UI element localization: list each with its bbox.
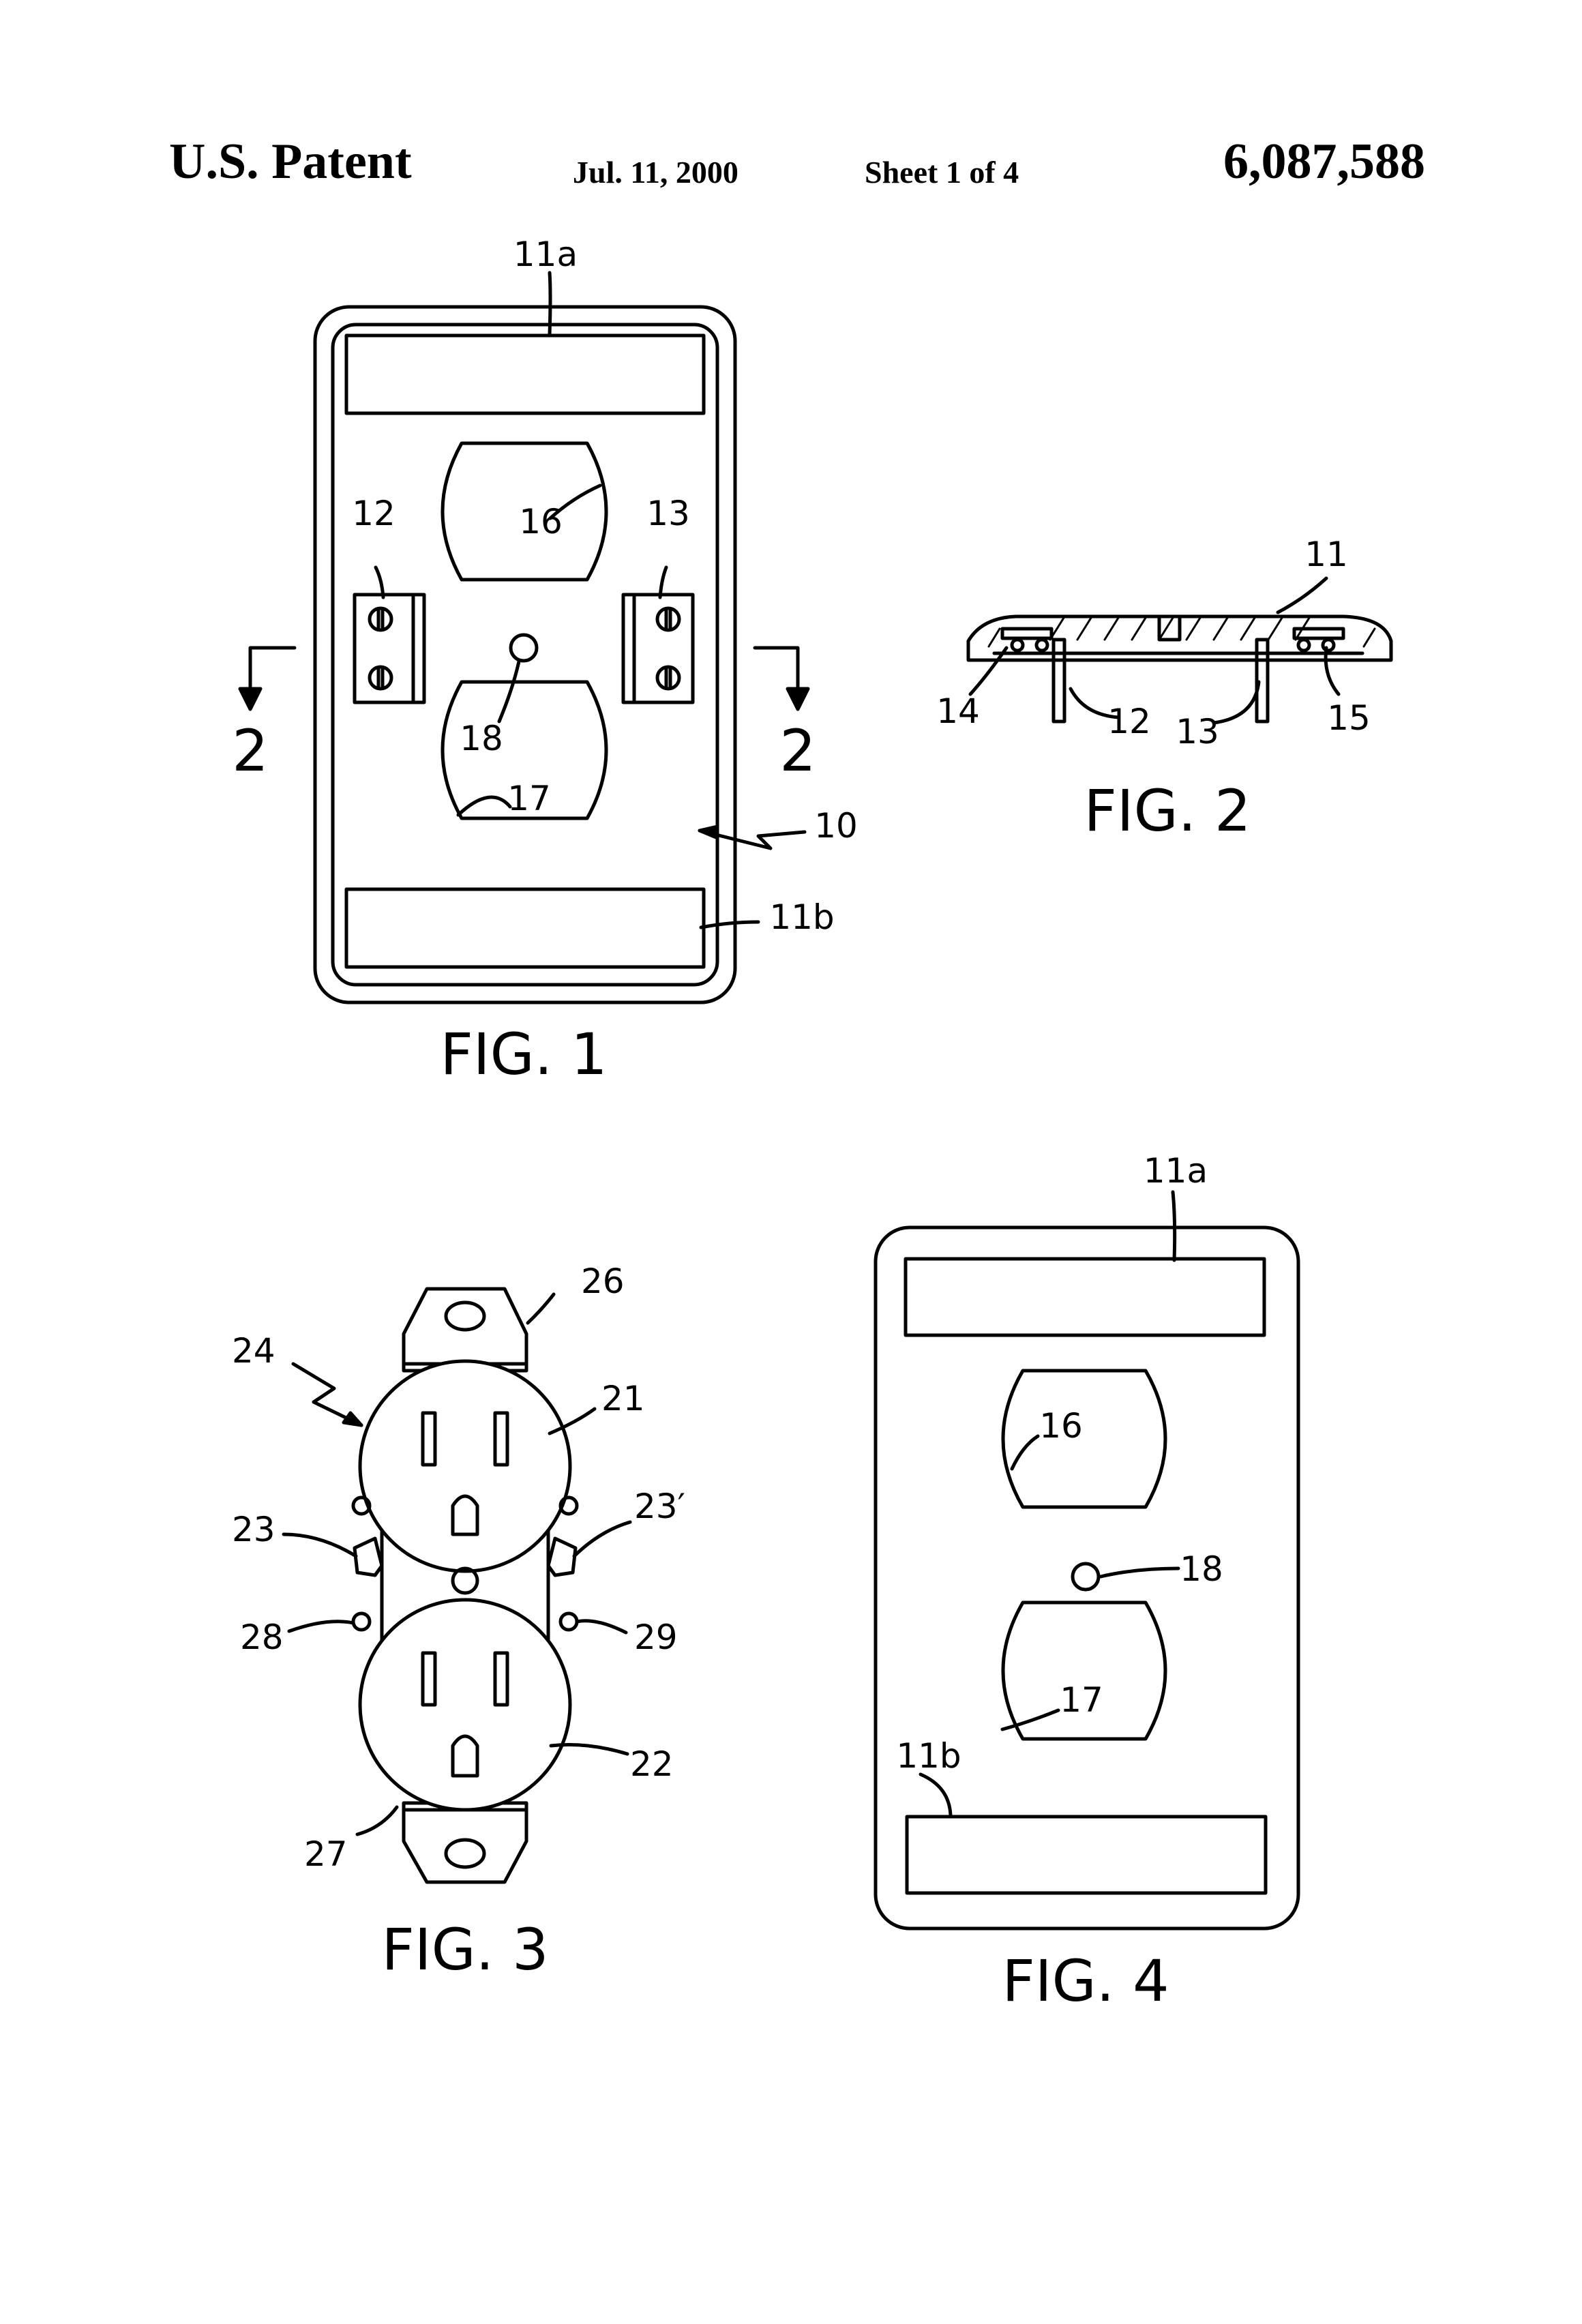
fig3-label-22: 22 bbox=[630, 1744, 674, 1784]
figure-3: 26 24 21 23 23′ 28 29 22 27 FIG. 3 bbox=[232, 1262, 685, 1983]
fig2-label-14: 14 bbox=[936, 691, 980, 731]
fig2-caption: FIG. 2 bbox=[1084, 777, 1251, 844]
fig4-label-11b: 11b bbox=[896, 1736, 961, 1776]
fig1-section-label-right: 2 bbox=[779, 717, 816, 784]
fig3-left-lower-screw bbox=[353, 1613, 370, 1630]
fig1-label-13: 13 bbox=[646, 494, 690, 533]
fig3-leader-23 bbox=[284, 1534, 356, 1556]
fig1-label-17: 17 bbox=[507, 779, 551, 818]
fig3-right-terminal bbox=[548, 1538, 576, 1575]
fig1-top-recess bbox=[346, 336, 704, 413]
fig3-leader-22 bbox=[551, 1745, 627, 1755]
figure-2: 11 14 12 13 15 FIG. 2 bbox=[936, 535, 1391, 844]
fig2-label-13: 13 bbox=[1176, 712, 1219, 751]
fig3-label-21: 21 bbox=[601, 1379, 645, 1418]
fig1-leader-11b bbox=[701, 922, 758, 927]
fig3-leader-23-prime bbox=[574, 1522, 630, 1556]
fig3-label-23-prime: 23′ bbox=[634, 1487, 685, 1526]
fig4-caption: FIG. 4 bbox=[1002, 1948, 1169, 2014]
fig4-upper-outlet-opening bbox=[1003, 1371, 1165, 1507]
fig3-label-23: 23 bbox=[232, 1510, 275, 1549]
fig4-bottom-recess bbox=[907, 1817, 1266, 1893]
fig1-left-bracket bbox=[355, 595, 424, 702]
fig4-cover-plate-outline bbox=[876, 1227, 1298, 1928]
fig1-leader-12 bbox=[376, 567, 383, 597]
fig3-bottom-mounting-strap bbox=[404, 1803, 526, 1882]
fig1-caption: FIG. 1 bbox=[440, 1021, 607, 1088]
fig3-label-29: 29 bbox=[634, 1618, 678, 1657]
fig4-top-recess bbox=[906, 1259, 1264, 1335]
fig1-section-arrow-right bbox=[755, 648, 808, 709]
fig4-label-18: 18 bbox=[1180, 1549, 1223, 1589]
fig3-label-26: 26 bbox=[581, 1262, 625, 1301]
fig3-label-24: 24 bbox=[232, 1331, 275, 1371]
fig1-label-12: 12 bbox=[352, 494, 395, 533]
fig3-leader-24-arrowhead bbox=[344, 1413, 361, 1425]
figure-1: 11a 12 13 16 18 17 10 11b 2 2 FIG. 1 bbox=[232, 235, 858, 1088]
fig1-cover-plate-outline bbox=[315, 307, 735, 1002]
fig1-bottom-recess bbox=[346, 889, 704, 967]
fig2-label-12: 12 bbox=[1107, 702, 1151, 741]
fig1-leader-18 bbox=[499, 661, 519, 721]
fig3-leader-27 bbox=[357, 1807, 397, 1834]
fig1-label-16: 16 bbox=[519, 502, 563, 541]
fig4-leader-11b bbox=[921, 1774, 951, 1815]
fig1-center-screw-hole bbox=[511, 635, 537, 661]
fig2-label-15: 15 bbox=[1327, 698, 1371, 738]
fig3-top-strap-hole bbox=[446, 1302, 484, 1330]
fig4-center-screw-hole bbox=[1073, 1564, 1099, 1590]
fig3-leader-26 bbox=[528, 1294, 554, 1323]
fig4-leader-16 bbox=[1012, 1436, 1038, 1469]
fig3-label-28: 28 bbox=[240, 1618, 284, 1657]
fig1-leader-17 bbox=[458, 797, 510, 815]
fig1-label-18: 18 bbox=[460, 719, 503, 758]
fig3-left-terminal bbox=[355, 1538, 382, 1575]
fig1-section-label-left: 2 bbox=[232, 717, 268, 784]
fig3-caption: FIG. 3 bbox=[381, 1916, 548, 1983]
fig1-cover-plate-inner bbox=[333, 325, 717, 985]
fig4-leader-18 bbox=[1101, 1568, 1178, 1577]
fig3-label-27: 27 bbox=[304, 1834, 348, 1874]
fig3-leader-29 bbox=[577, 1621, 626, 1633]
fig3-right-lower-screw bbox=[561, 1613, 577, 1630]
fig2-leader-11 bbox=[1278, 578, 1326, 612]
fig3-upper-outlet-face bbox=[360, 1361, 570, 1571]
fig1-label-11a: 11a bbox=[513, 235, 578, 274]
fig1-leader-13 bbox=[660, 567, 666, 597]
fig4-leader-11a bbox=[1173, 1192, 1175, 1260]
fig2-leader-14 bbox=[970, 648, 1006, 694]
fig3-lower-outlet-face bbox=[360, 1600, 570, 1810]
fig1-leader-10-arrowhead bbox=[700, 826, 717, 837]
fig2-label-11: 11 bbox=[1304, 535, 1348, 574]
fig3-leader-28 bbox=[289, 1622, 353, 1631]
fig1-label-10: 10 bbox=[814, 806, 858, 846]
fig1-section-arrow-left bbox=[240, 648, 295, 709]
figure-4: 11a 16 18 17 11b FIG. 4 bbox=[876, 1151, 1298, 2014]
fig4-label-17: 17 bbox=[1060, 1680, 1103, 1720]
fig4-label-16: 16 bbox=[1039, 1406, 1083, 1446]
fig2-left-mount bbox=[1002, 629, 1064, 721]
fig2-leader-13 bbox=[1214, 682, 1259, 723]
fig4-label-11a: 11a bbox=[1144, 1151, 1208, 1191]
fig3-bottom-strap-hole bbox=[446, 1840, 484, 1867]
fig1-right-bracket bbox=[623, 595, 693, 702]
fig1-label-11b: 11b bbox=[769, 897, 834, 937]
